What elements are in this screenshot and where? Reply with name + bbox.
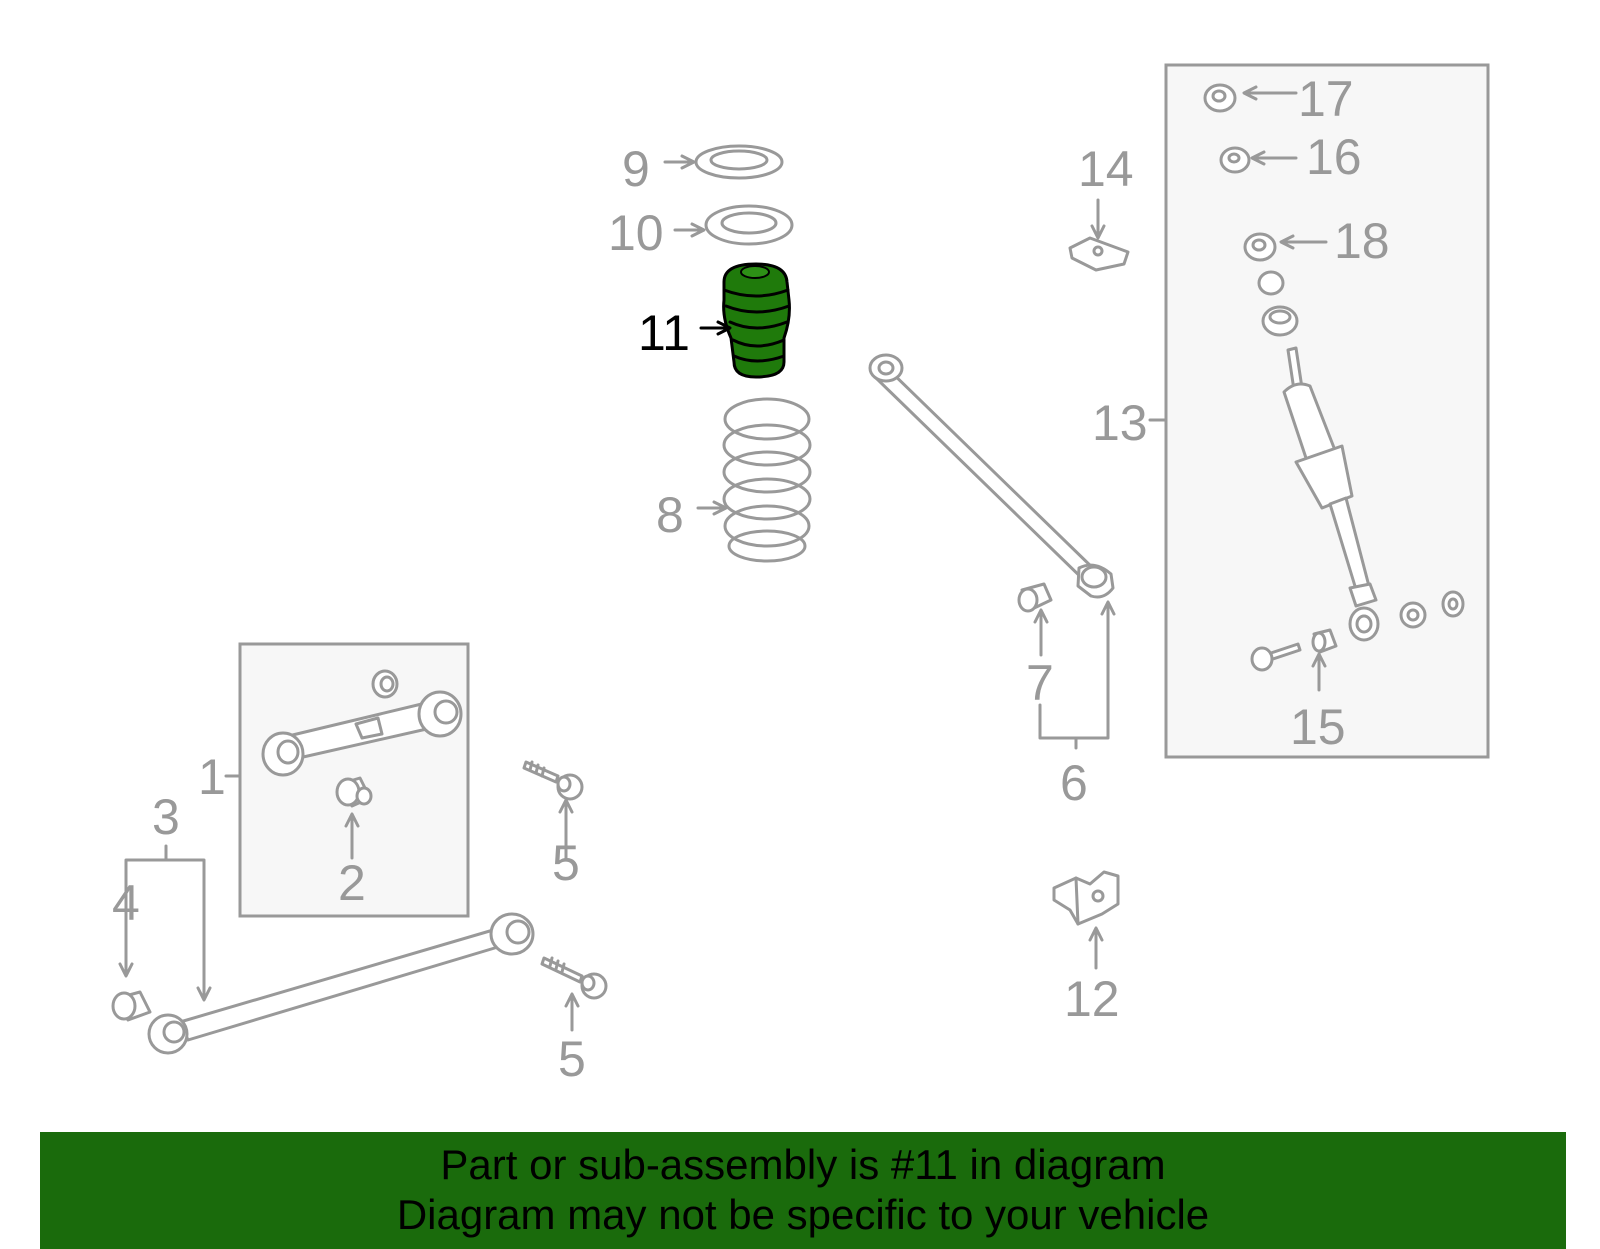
callout-12: 12 [1064,971,1120,1027]
part-5-bolt-upper[interactable] [522,760,584,801]
callout-8: 8 [656,487,684,543]
part-8-coil-spring[interactable] [722,397,812,563]
callout-18: 18 [1334,213,1390,269]
part-12-bracket[interactable] [1052,870,1120,926]
bolt-13 [1250,642,1302,672]
part-16-washer[interactable] [1219,146,1251,174]
callout-1: 1 [198,749,226,805]
leader-lines [118,85,1328,1032]
part-11-bump-stop[interactable] [722,262,791,379]
part-9-spring-seat[interactable] [694,144,784,180]
part-5-bolt-lower[interactable] [540,956,608,1000]
part-10-insulator[interactable] [704,204,794,246]
callout-6: 6 [1060,755,1088,811]
callout-16: 16 [1306,129,1362,185]
callout-11[interactable]: 11 [638,305,690,361]
banner-line-1: Part or sub-assembly is #11 in diagram [440,1141,1166,1188]
callout-14: 14 [1078,141,1134,197]
part-15-bushing[interactable] [1311,628,1338,654]
part-3-lower-arm[interactable] [147,912,535,1055]
callout-3: 3 [152,789,180,845]
callout-10: 10 [608,205,664,261]
part-4-bushing[interactable] [111,990,152,1022]
part-2-bushing[interactable] [335,776,373,808]
part-17-nut[interactable] [1203,83,1237,113]
callout-4: 4 [112,875,140,931]
callout-15: 15 [1290,699,1346,755]
callout-5-lower: 5 [558,1031,586,1087]
callout-9: 9 [622,141,650,197]
callout-13: 13 [1092,395,1148,451]
part-14-bracket[interactable] [1068,236,1130,272]
callout-2: 2 [338,855,366,911]
part-1-control-arm[interactable] [261,669,463,777]
part-13-shock-absorber[interactable] [1282,346,1465,642]
part-7-bushing[interactable] [1017,582,1053,613]
banner-line-2: Diagram may not be specific to your vehi… [396,1191,1210,1238]
callout-7: 7 [1026,655,1054,711]
part-6-lateral-rod[interactable] [868,353,1115,599]
part-18-cushion[interactable] [1243,232,1299,337]
info-banner: Part or sub-assembly is #11 in diagram D… [40,1132,1566,1249]
callout-5-upper: 5 [552,835,580,891]
callout-17: 17 [1298,71,1354,127]
